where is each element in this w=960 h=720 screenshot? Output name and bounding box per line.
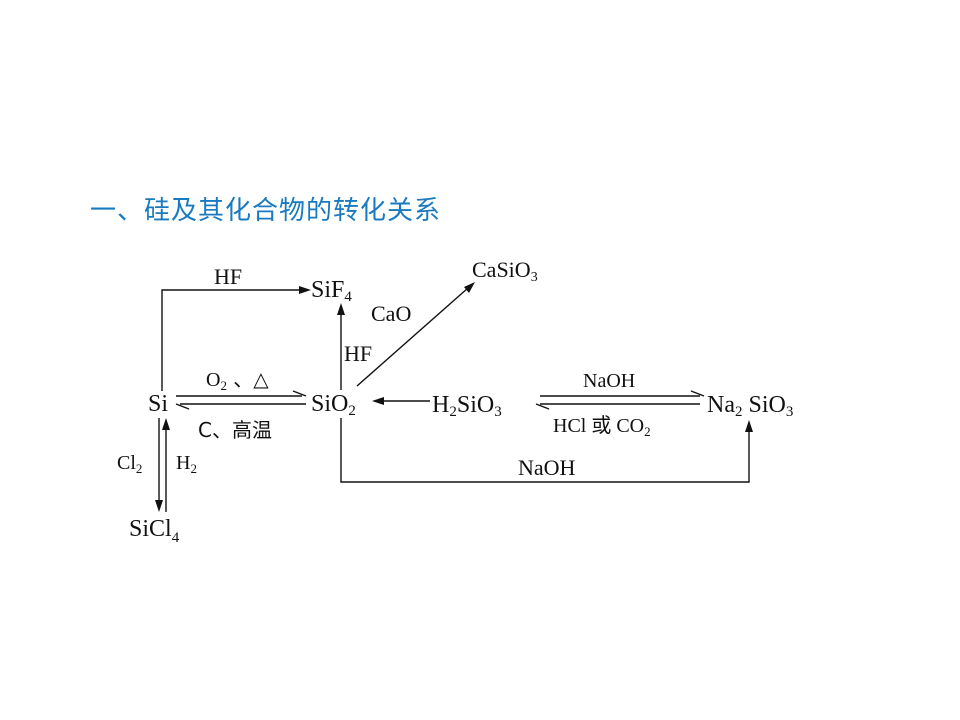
reagent-hcl-co2: HCl 或 CO2 <box>553 414 651 439</box>
arrow-sicl4-to-si <box>162 418 170 512</box>
species-sicl4: SiCl4 <box>129 516 180 546</box>
species-h2sio3: H2SiO3 <box>432 392 502 420</box>
reagent-o2-heat: O2 、△ <box>206 367 269 393</box>
arrow-sio2-to-si <box>175 403 306 410</box>
reagent-h2: H2 <box>176 452 197 476</box>
arrow-sio2-to-na2sio3 <box>340 418 753 483</box>
arrow-sio2-to-sif4 <box>337 303 345 390</box>
reagent-cl2: Cl2 <box>117 452 142 476</box>
arrow-si-to-sio2 <box>176 390 307 397</box>
species-si: Si <box>148 391 168 417</box>
page-title: 一、硅及其化合物的转化关系 <box>90 196 442 226</box>
species-na2sio3: Na2 SiO3 <box>707 392 793 420</box>
reagent-hf-vertical: HF <box>344 341 372 366</box>
species-sif4: SiF4 <box>311 277 352 305</box>
arrow-si-to-sif4 <box>161 286 311 391</box>
reagent-naoh-bottom: NaOH <box>518 455 576 480</box>
reagent-hf-top: HF <box>214 264 242 289</box>
arrow-h2sio3-to-sio2 <box>372 397 430 405</box>
reagent-cao: CaO <box>371 301 411 326</box>
arrow-na2sio3-to-h2sio3 <box>535 403 700 410</box>
reagent-naoh-top: NaOH <box>583 370 635 392</box>
arrow-h2sio3-to-na2sio3 <box>540 390 705 397</box>
arrow-si-to-sicl4 <box>155 418 163 512</box>
reagent-c-high-temp: C、高温 <box>198 418 272 442</box>
species-sio2: SiO2 <box>311 391 356 419</box>
species-casio3: CaSiO3 <box>472 257 538 285</box>
arrow-sio2-to-casio3 <box>356 282 475 387</box>
